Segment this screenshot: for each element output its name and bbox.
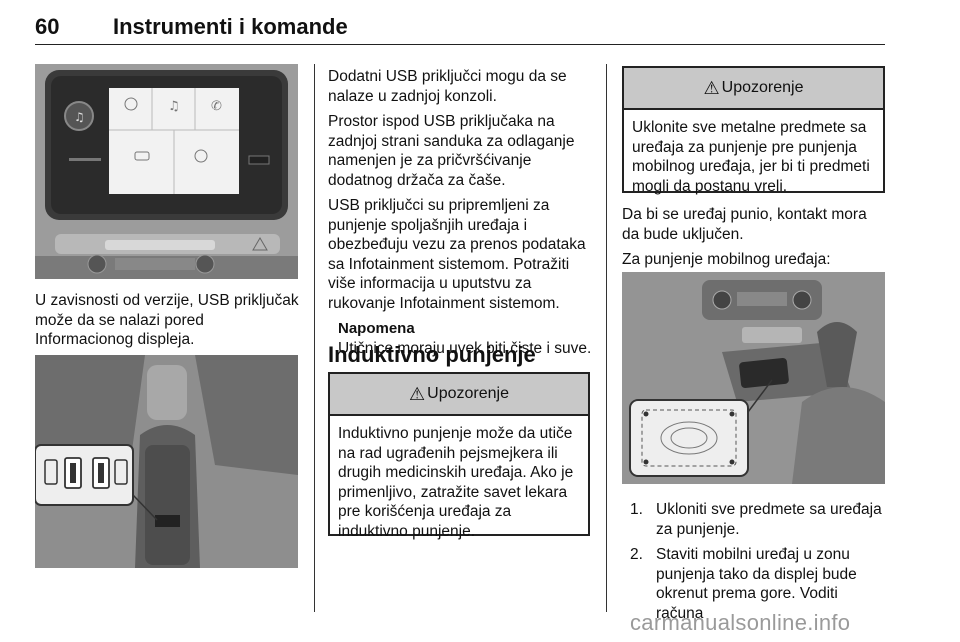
rear-console-usb-illustration xyxy=(35,355,298,568)
paragraph: Za punjenje mobilnog uređaja: xyxy=(622,251,831,268)
svg-text:♫: ♫ xyxy=(168,99,180,114)
warning-text: Induktivno punjenje može da utiče na rad… xyxy=(338,425,574,540)
paragraph: USB priključci su pripremljeni za punjen… xyxy=(328,197,586,312)
warning-box-pacemaker: ⚠ Upozorenje Induktivno punjenje može da… xyxy=(328,372,590,540)
watermark: carmanualsonline.info xyxy=(630,610,851,635)
section-heading: Induktivno punjenje xyxy=(328,342,536,367)
paragraph: Dodatni USB priključci mogu da se nalaze… xyxy=(328,68,567,105)
middle-text: Dodatni USB priključci mogu da se nalaze… xyxy=(328,67,596,358)
warning-text: Uklonite sve metalne predmete sa uređaja… xyxy=(632,119,870,195)
note-text: Utičnice moraju uvek biti čiste i suve. xyxy=(338,339,592,357)
warning-heading: Upozorenje xyxy=(427,385,509,402)
warning-box-metal: ⚠ Upozorenje Uklonite sve metalne predme… xyxy=(622,66,885,195)
warning-icon: ⚠ xyxy=(409,383,426,404)
step-number: 1. xyxy=(630,501,643,518)
column-divider-left xyxy=(314,64,315,612)
page-number: 60 xyxy=(35,14,60,39)
warning-icon: ⚠ xyxy=(703,77,720,98)
warning-header: ⚠ Upozorenje xyxy=(330,374,588,416)
paragraph: Prostor ispod USB priključaka na zadnjoj… xyxy=(328,113,575,189)
inductive-charging-illustration xyxy=(622,272,885,484)
page-header: 60 Instrumenti i komande xyxy=(35,10,885,45)
step-number: 2. xyxy=(630,546,643,563)
list-item: 2. Staviti mobilni uređaj u zonu punjenj… xyxy=(630,545,887,623)
step-text: Staviti mobilni uređaj u zonu punjenja t… xyxy=(656,546,857,622)
right-text: Da bi se uređaj punio, kontakt mora da b… xyxy=(622,205,887,276)
warning-header: ⚠ Upozorenje xyxy=(624,68,883,110)
paragraph: Da bi se uređaj punio, kontakt mora da b… xyxy=(622,206,867,243)
column-divider-right xyxy=(606,64,607,612)
page-title: Instrumenti i komande xyxy=(113,14,348,39)
svg-text:✆: ✆ xyxy=(211,99,222,114)
svg-text:♫: ♫ xyxy=(74,110,85,124)
warning-heading: Upozorenje xyxy=(721,79,804,96)
infotainment-display-illustration: ♫ ♫ ✆ xyxy=(35,64,298,279)
step-text: Ukloniti sve predmete sa uređaja za punj… xyxy=(656,501,882,538)
left-caption: U zavisnosti od verzije, USB priključak … xyxy=(35,292,299,348)
list-item: 1. Ukloniti sve predmete sa uređaja za p… xyxy=(630,500,887,539)
right-steps: 1. Ukloniti sve predmete sa uređaja za p… xyxy=(630,500,887,629)
note-heading: Napomena xyxy=(338,320,415,337)
